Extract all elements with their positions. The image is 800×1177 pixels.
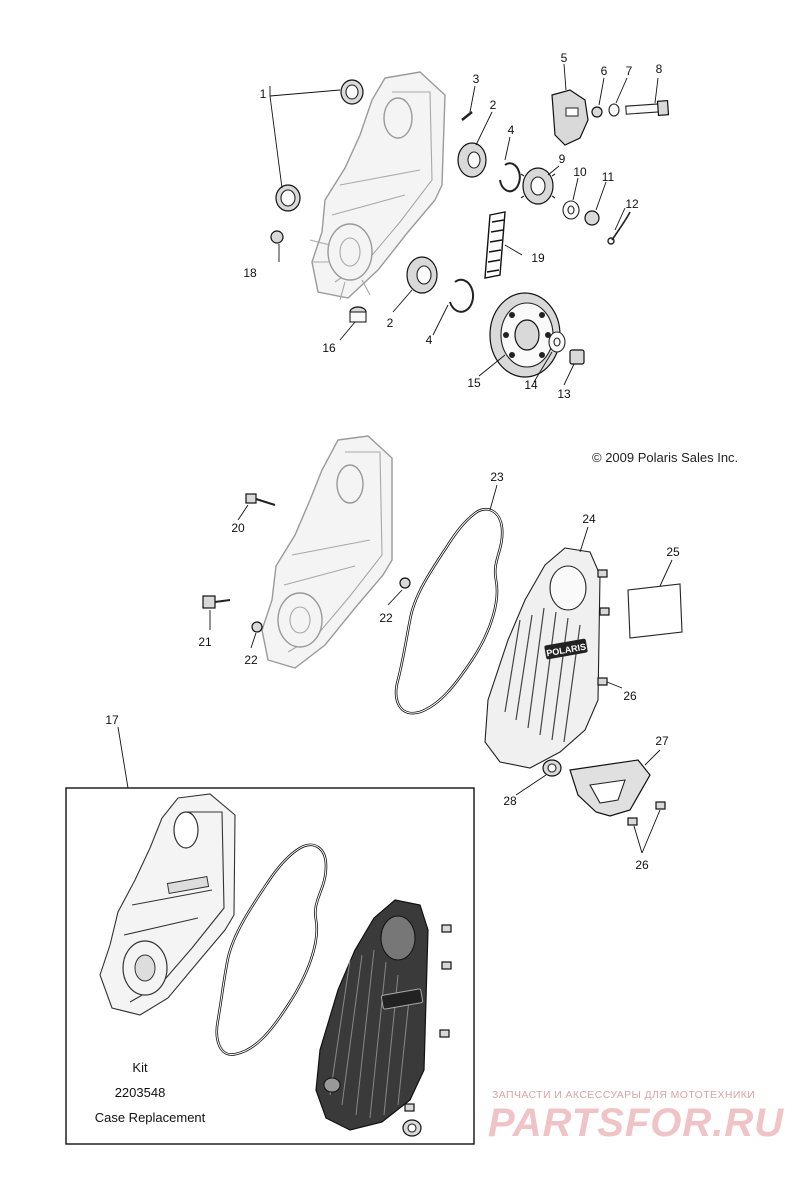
callout-14: 14 <box>524 378 538 392</box>
screw-26-lower-b <box>627 817 638 826</box>
bearing-2-upper <box>457 142 487 178</box>
callout-22-right: 22 <box>379 611 393 625</box>
decal-25 <box>627 583 683 639</box>
kit-label-description: Case Replacement <box>95 1110 206 1125</box>
watermark-tagline: ЗАПЧАСТИ И АКСЕССУАРЫ ДЛЯ МОТОТЕХНИКИ <box>492 1089 755 1101</box>
snap-ring-4-lower <box>449 278 475 313</box>
callout-10: 10 <box>573 165 587 179</box>
washer-7 <box>608 103 620 117</box>
sprocket-9 <box>520 167 556 205</box>
callout-2-lower: 2 <box>387 316 394 330</box>
nut-6 <box>591 106 603 118</box>
kit-label-part-number: 2203548 <box>115 1085 166 1100</box>
seal-28 <box>542 759 562 777</box>
callout-16: 16 <box>322 341 336 355</box>
bolt-21 <box>202 595 231 609</box>
callout-22-left: 22 <box>244 653 258 667</box>
kit-chaincase-housing <box>99 793 236 1016</box>
kit-seal <box>402 1119 422 1137</box>
bracket-27 <box>569 759 651 817</box>
snap-ring-4-upper <box>499 162 521 193</box>
cotter-pin-12 <box>611 211 631 241</box>
callout-3: 3 <box>473 72 480 86</box>
bearing-2-lower <box>406 256 438 294</box>
kit-screws <box>404 924 452 1112</box>
callout-7: 7 <box>626 64 633 78</box>
leader-lines-middle <box>209 484 673 854</box>
kit-17-box: 17 <box>65 713 475 1145</box>
callout-21: 21 <box>198 635 212 649</box>
callout-11: 11 <box>602 170 615 184</box>
seal-1-lower <box>275 184 301 212</box>
kit-label: Kit 2203548 Case Replacement <box>95 1060 206 1125</box>
callout-19: 19 <box>531 251 545 265</box>
polaris-logo-plate: POLARIS <box>544 638 588 660</box>
callout-23: 23 <box>490 470 504 484</box>
leader-lines-top <box>269 63 659 386</box>
callout-18: 18 <box>243 266 257 280</box>
callout-20: 20 <box>231 521 245 535</box>
callout-13: 13 <box>557 387 571 401</box>
copyright-notice: © 2009 Polaris Sales Inc. <box>592 450 738 465</box>
gasket-23 <box>394 507 504 715</box>
chaincase-cover-24: POLARIS <box>484 547 601 769</box>
callout-17: 17 <box>105 713 119 727</box>
chain-19 <box>484 211 506 279</box>
callout-28: 28 <box>503 794 517 808</box>
bolt-13 <box>569 349 585 365</box>
callout-labels-middle: 23 24 25 20 21 22 22 26 27 28 26 <box>198 470 680 872</box>
nut-22-left <box>251 621 263 633</box>
callout-27: 27 <box>655 734 669 748</box>
chaincase-housing-top <box>309 71 446 301</box>
bolt-20 <box>245 493 276 506</box>
chaincase-middle-assembly: POLARIS <box>202 435 683 826</box>
callout-6: 6 <box>601 64 608 78</box>
kit-chaincase-cover <box>315 899 429 1131</box>
pin-3 <box>461 111 473 121</box>
callout-9: 9 <box>559 152 566 166</box>
callout-26-lower: 26 <box>635 858 649 872</box>
callout-24: 24 <box>582 512 596 526</box>
nut-22-right <box>399 577 411 589</box>
callout-26-upper: 26 <box>623 689 637 703</box>
callout-12: 12 <box>625 197 639 211</box>
callout-8: 8 <box>656 62 663 76</box>
watermark: ЗАПЧАСТИ И АКСЕССУАРЫ ДЛЯ МОТОТЕХНИКИ PA… <box>488 1089 784 1145</box>
callout-15: 15 <box>467 376 481 390</box>
plug-16 <box>349 306 367 323</box>
nut-11 <box>584 210 600 226</box>
kit-label-line1: Kit <box>132 1060 148 1075</box>
watermark-brand: PARTSFOR.RU <box>488 1101 784 1145</box>
callout-2-upper: 2 <box>490 98 497 112</box>
chaincase-top-assembly <box>270 71 670 378</box>
gear-15 <box>489 292 561 378</box>
seal-1-upper <box>340 79 364 105</box>
callout-4-lower: 4 <box>426 333 433 347</box>
callout-4-upper: 4 <box>508 123 515 137</box>
tensioner-5 <box>551 89 589 146</box>
plug-18 <box>270 230 284 244</box>
screw-26-lower-a <box>655 801 666 810</box>
chaincase-housing-middle <box>261 435 393 669</box>
callout-1: 1 <box>260 87 267 101</box>
callout-5: 5 <box>561 51 568 65</box>
kit-gasket <box>215 843 328 1056</box>
bolt-8 <box>625 100 670 116</box>
cover-screws-26 <box>597 569 610 686</box>
callout-labels-top: 1 3 2 4 5 6 7 8 9 10 11 12 19 18 2 4 16 … <box>243 51 662 401</box>
callout-25: 25 <box>666 545 680 559</box>
